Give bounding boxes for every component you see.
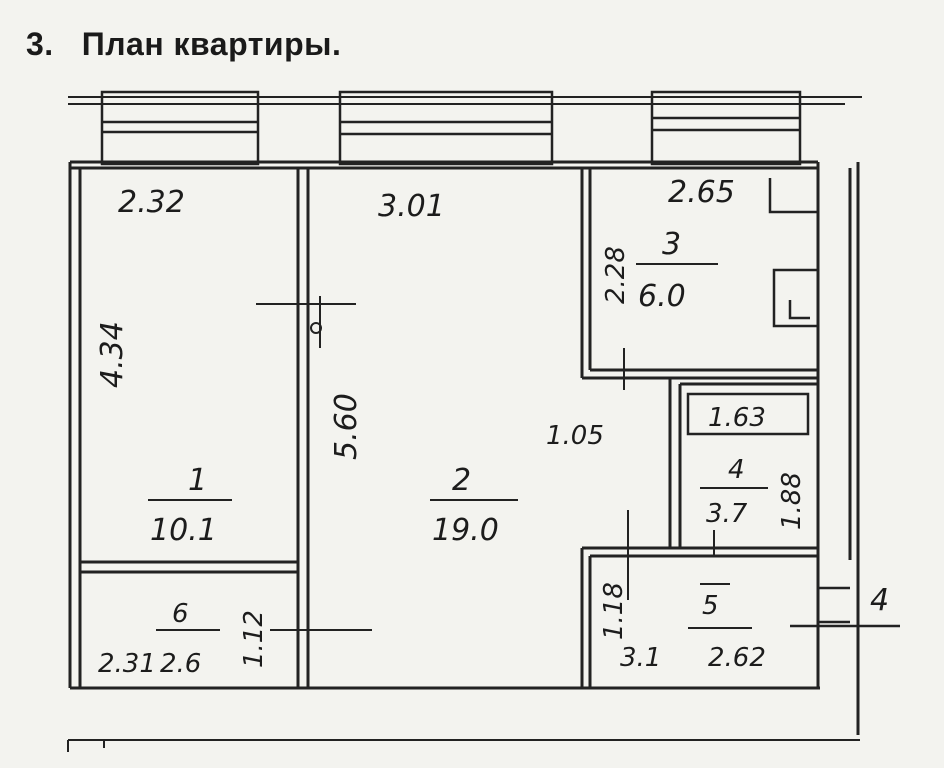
- room-6-length: 1.12: [239, 610, 269, 668]
- door-width-label: 1.05: [546, 421, 604, 451]
- room-5-area: 3.1: [620, 643, 661, 673]
- bottom-reference-line: [67, 739, 860, 752]
- fraction-lines: [148, 263, 768, 631]
- room-2-number: 2: [452, 463, 471, 498]
- room-6-width: 2.31: [98, 649, 156, 679]
- door-hinge: [310, 322, 322, 334]
- room-2-area: 19.0: [432, 513, 499, 548]
- room-5-number: 5: [702, 591, 719, 621]
- room-2-width: 3.01: [378, 189, 445, 224]
- section-number: 3.: [26, 26, 54, 62]
- window-3: [650, 90, 802, 166]
- room-3-area: 6.0: [638, 279, 686, 314]
- kitchen-stove: [772, 268, 820, 328]
- room-6-number: 6: [172, 599, 189, 629]
- page-title: 3. План квартиры.: [26, 26, 341, 63]
- room-5-length: 1.18: [599, 582, 629, 640]
- window-1: [100, 90, 260, 166]
- interior-walls: [80, 168, 818, 688]
- top-reference-lines: [68, 96, 862, 105]
- side-mark-label: 4: [870, 583, 889, 618]
- outer-walls: [68, 160, 860, 735]
- room-3-number: 3: [662, 227, 681, 262]
- room-1-length: 4.34: [95, 321, 130, 388]
- fixtures: [686, 178, 900, 628]
- room-4-length: 1.88: [777, 472, 807, 530]
- windows: [100, 90, 802, 166]
- room-4-number: 4: [728, 455, 745, 485]
- room-5-width: 2.62: [708, 643, 766, 673]
- room-6-area: 2.6: [160, 649, 201, 679]
- door-marks: [256, 296, 730, 631]
- room-4-area: 3.7: [706, 499, 748, 529]
- room-3-length: 2.28: [601, 246, 631, 304]
- room-1-area: 10.1: [150, 513, 217, 548]
- room-1-number: 1: [188, 463, 207, 498]
- bathtub: [686, 392, 810, 436]
- room-4-width: 1.63: [708, 403, 766, 433]
- window-2: [338, 90, 554, 166]
- room-1-width: 2.32: [118, 185, 185, 220]
- room-2-length: 5.60: [329, 393, 364, 460]
- kitchen-cabinet: [768, 178, 818, 214]
- plan-heading: План квартиры.: [81, 26, 342, 62]
- room-3-width: 2.65: [668, 175, 735, 210]
- riser-marks: [790, 586, 900, 628]
